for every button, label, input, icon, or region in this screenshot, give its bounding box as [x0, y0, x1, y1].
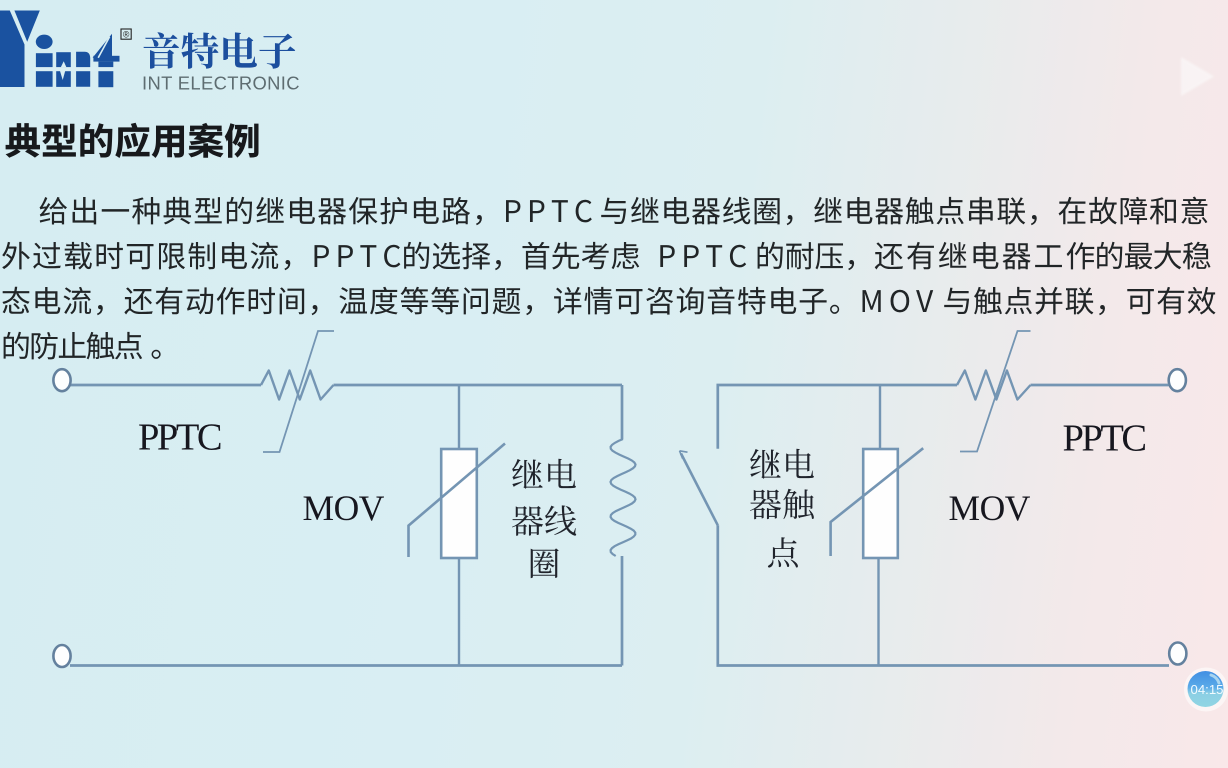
svg-text:MOV: MOV: [949, 488, 1031, 528]
svg-text:PPTC: PPTC: [1063, 418, 1146, 460]
svg-text:04:15: 04:15: [1190, 682, 1223, 697]
svg-text:®: ®: [123, 29, 130, 39]
svg-text:INT ELECTRONIC: INT ELECTRONIC: [142, 73, 300, 94]
svg-text:PPTC: PPTC: [138, 417, 221, 459]
svg-text:MOV: MOV: [303, 488, 385, 528]
